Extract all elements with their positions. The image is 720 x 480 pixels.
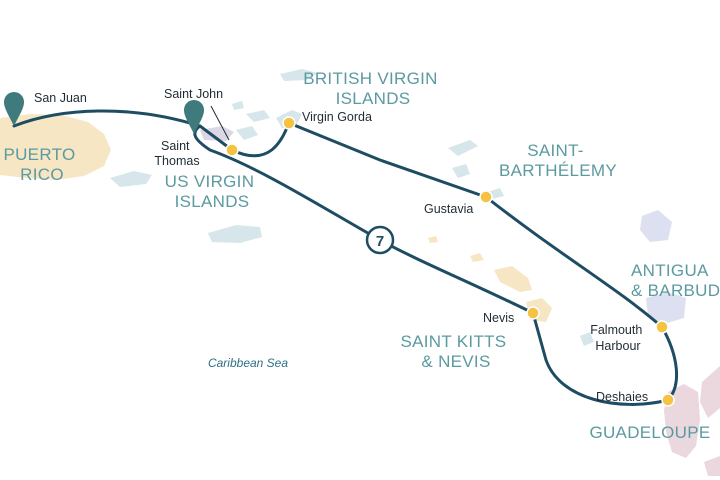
anguilla-island <box>448 140 478 156</box>
port-label-gustavia: Gustavia <box>424 202 473 216</box>
region-label-puerto-rico-line1: PUERTO <box>3 145 75 164</box>
saint-john-leader-line <box>210 105 230 141</box>
anegada-island <box>280 69 318 81</box>
region-label-antigua-line1: ANTIGUA <box>631 261 709 280</box>
region-label-usvi-line2: ISLANDS <box>175 192 250 211</box>
port-label-san-juan: San Juan <box>34 91 87 105</box>
port-label-deshaies: Deshaies <box>596 390 648 404</box>
port-marker-nevis <box>526 306 540 320</box>
region-label-stbarth-line2: BARTHÉLEMY <box>499 161 617 180</box>
port-label-virgin-gorda: Virgin Gorda <box>302 110 372 124</box>
region-label-bvi-line1: BRITISH VIRGIN <box>303 69 438 88</box>
port-markers <box>225 116 675 407</box>
port-label-saint-thomas-line2: Thomas <box>154 154 199 168</box>
region-label-antigua-line2: & BARBUDA <box>631 281 720 300</box>
region-label-saint-barthelemy: SAINT- BARTHÉLEMY <box>499 141 617 180</box>
region-label-guadeloupe: GUADELOUPE <box>589 423 710 442</box>
tortola-island <box>246 110 270 122</box>
region-label-stkitts-line1: SAINT KITTS <box>401 332 507 351</box>
saint-kitts-island <box>494 266 532 292</box>
route-day-badge: 7 <box>365 225 395 255</box>
port-marker-saint-john <box>225 143 239 157</box>
port-marker-virgin-gorda <box>282 116 296 130</box>
port-label-saint-thomas-line1: Saint <box>161 139 190 153</box>
port-marker-deshaies <box>661 393 675 407</box>
region-label-bvi-line2: ISLANDS <box>336 89 411 108</box>
region-label-guadeloupe-line1: GUADELOUPE <box>589 423 710 442</box>
region-label-usvi-line1: US VIRGIN <box>165 172 255 191</box>
port-label-nevis: Nevis <box>483 311 514 325</box>
region-label-british-virgin-islands: BRITISH VIRGIN ISLANDS <box>303 69 443 108</box>
region-label-stbarth-line1: SAINT- <box>527 141 584 160</box>
san-juan-pin-icon <box>4 92 24 126</box>
sea-label: Caribbean Sea <box>208 356 288 370</box>
region-label-antigua-barbuda: ANTIGUA & BARBUDA <box>631 261 720 300</box>
culebra-islet <box>110 171 152 187</box>
region-label-saint-kitts-nevis: SAINT KITTS & NEVIS <box>401 332 512 371</box>
saba-islet <box>428 236 438 243</box>
guadeloupe-grande-terre <box>700 366 720 418</box>
sint-eustatius-islet <box>470 253 484 262</box>
saint-martin-island <box>452 164 470 178</box>
saint-thomas-island <box>200 126 234 141</box>
port-label-saint-john: Saint John <box>164 87 223 101</box>
port-label-falmouth-line1: Falmouth <box>590 323 642 337</box>
marie-galante-island <box>704 456 720 476</box>
region-label-puerto-rico-line2: RICO <box>20 165 64 184</box>
port-marker-falmouth-harbour <box>655 320 669 334</box>
region-label-stkitts-line2: & NEVIS <box>421 352 490 371</box>
puerto-rico-landmass <box>0 114 111 180</box>
jost-van-dyke-islet <box>232 101 244 110</box>
saint-thomas-pin-icon <box>184 100 204 134</box>
route-day-badge-text: 7 <box>376 233 384 250</box>
barbuda-island <box>640 210 672 242</box>
port-label-falmouth-line2: Harbour <box>595 339 640 353</box>
antigua-island <box>646 292 686 324</box>
saint-croix-island <box>208 225 262 243</box>
region-label-us-virgin-islands: US VIRGIN ISLANDS <box>165 172 260 211</box>
port-label-saint-thomas: Saint Thomas <box>154 139 199 168</box>
land-layer <box>0 69 720 476</box>
port-label-falmouth-harbour: Falmouth Harbour <box>590 323 646 353</box>
saint-john-island <box>236 126 258 140</box>
port-marker-gustavia <box>479 190 493 204</box>
montserrat-island <box>580 332 594 346</box>
region-label-puerto-rico: PUERTO RICO <box>3 145 80 184</box>
